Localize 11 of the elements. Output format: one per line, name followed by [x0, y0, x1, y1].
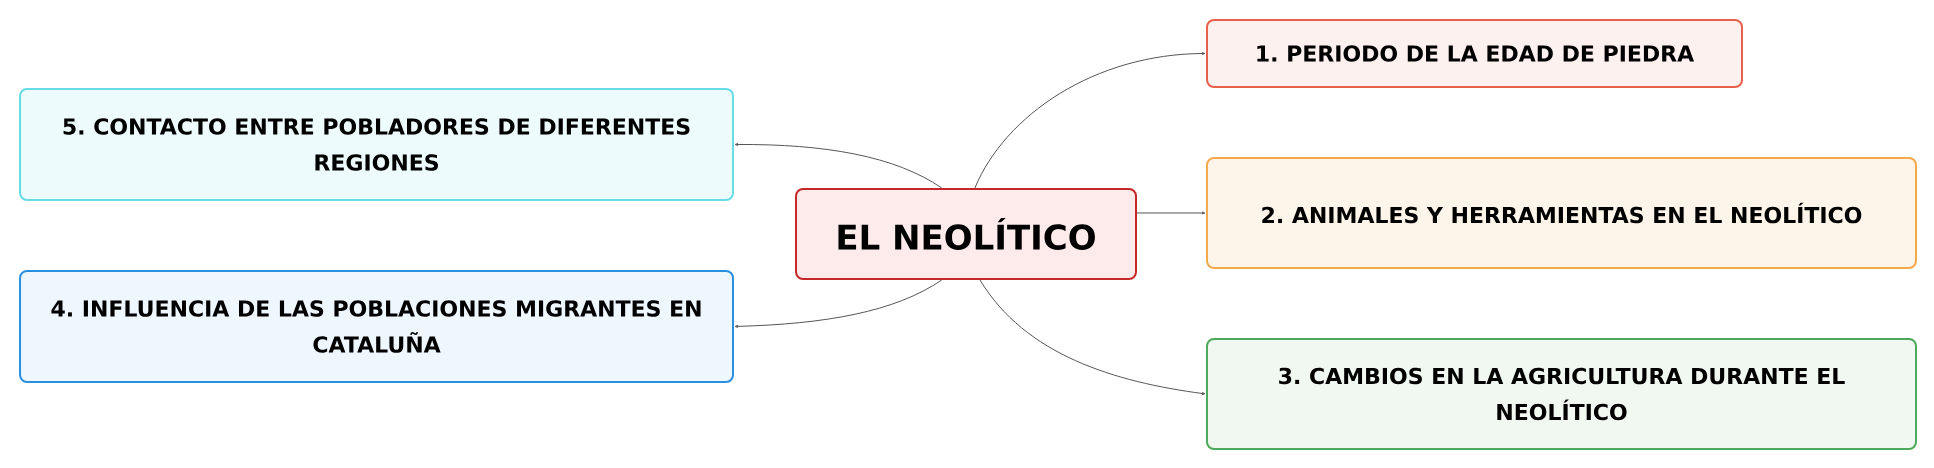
topic-box: 3. CAMBIOS EN LA AGRICULTURA DURANTE EL NEOLÍTICO: [1206, 338, 1917, 450]
central-topic-box: EL NEOLÍTICO: [795, 188, 1137, 280]
arrow: [979, 279, 1206, 395]
topic-box: 1. PERIODO DE LA EDAD DE PIEDRA: [1206, 19, 1743, 88]
topic-box: 5. CONTACTO ENTRE POBLADORES DE DIFERENTES REGIONES: [19, 88, 734, 201]
topic-box: 2. ANIMALES Y HERRAMIENTAS EN EL NEOLÍTICO: [1206, 157, 1917, 269]
arrow: [734, 143, 943, 189]
arrow: [1136, 211, 1206, 215]
arrow: [974, 52, 1206, 189]
arrow: [734, 279, 943, 328]
topic-box: 4. INFLUENCIA DE LAS POBLACIONES MIGRANTES EN CATALUÑA: [19, 270, 734, 383]
